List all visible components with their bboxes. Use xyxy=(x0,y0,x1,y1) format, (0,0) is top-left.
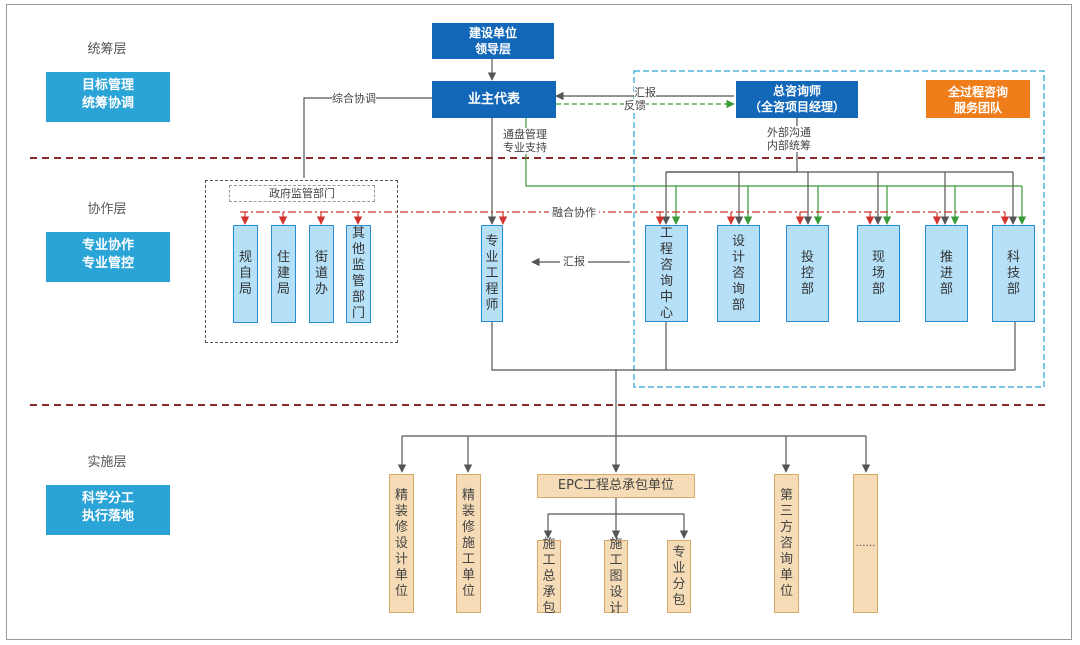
label-report-mid: 汇报 xyxy=(560,255,588,268)
dept-promotion: 推进部 xyxy=(925,225,968,322)
unit-fitout-design: 精装修设计单位 xyxy=(389,474,414,613)
engineer-box: 专业工程师 xyxy=(481,225,503,322)
dept-design-consult: 设计咨询部 xyxy=(717,225,760,322)
label-feedback: 反馈 xyxy=(624,99,646,112)
gov-group xyxy=(205,180,398,343)
dept-investment-control: 投控部 xyxy=(786,225,829,322)
unit-more: …… xyxy=(853,474,878,613)
layer-name-3: 实施层 xyxy=(87,455,127,470)
layer-name-2: 协作层 xyxy=(87,202,127,217)
layer-badge-2: 专业协作 专业管控 xyxy=(46,232,170,282)
dept-technology: 科技部 xyxy=(992,225,1035,322)
label-report-top: 汇报 xyxy=(634,86,656,99)
dept-engineering-consult: 工程咨询中心 xyxy=(645,225,688,322)
gov-title: 政府监管部门 xyxy=(229,185,375,202)
layer-name-1: 统筹层 xyxy=(87,42,127,57)
label-communication: 外部沟通 内部统筹 xyxy=(767,126,811,152)
epc-sub-special-subcontract: 专业分包 xyxy=(667,540,691,613)
label-coordination: 综合协调 xyxy=(332,92,376,105)
gov-dept-2: 住建局 xyxy=(271,225,296,323)
diagram-frame xyxy=(6,4,1072,640)
chief-consultant-box: 总咨询师 （全咨项目经理） xyxy=(736,81,858,118)
gov-dept-4: 其他监管部门 xyxy=(346,225,371,323)
epc-box: EPC工程总承包单位 xyxy=(537,474,695,498)
gov-dept-1: 规自局 xyxy=(233,225,258,323)
epc-sub-drawing-design: 施工图设计 xyxy=(604,537,628,616)
unit-third-party-consult: 第三方咨询单位 xyxy=(774,474,799,613)
owner-rep-box: 业主代表 xyxy=(432,81,556,118)
layer-badge-3: 科学分工 执行落地 xyxy=(46,485,170,535)
service-team-frame xyxy=(633,70,1045,388)
unit-fitout-construction: 精装修施工单位 xyxy=(456,474,481,613)
builder-leader-box: 建设单位 领导层 xyxy=(432,23,554,59)
layer-badge-1: 目标管理 统筹协调 xyxy=(46,72,170,122)
dept-site: 现场部 xyxy=(857,225,900,322)
epc-sub-general-contract: 施工总承包 xyxy=(537,537,561,616)
label-fusion: 融合协作 xyxy=(549,206,599,219)
gov-dept-3: 街道办 xyxy=(309,225,334,323)
label-overall-mgmt: 通盘管理 专业支持 xyxy=(503,128,547,154)
service-team-badge: 全过程咨询 服务团队 xyxy=(926,80,1030,118)
